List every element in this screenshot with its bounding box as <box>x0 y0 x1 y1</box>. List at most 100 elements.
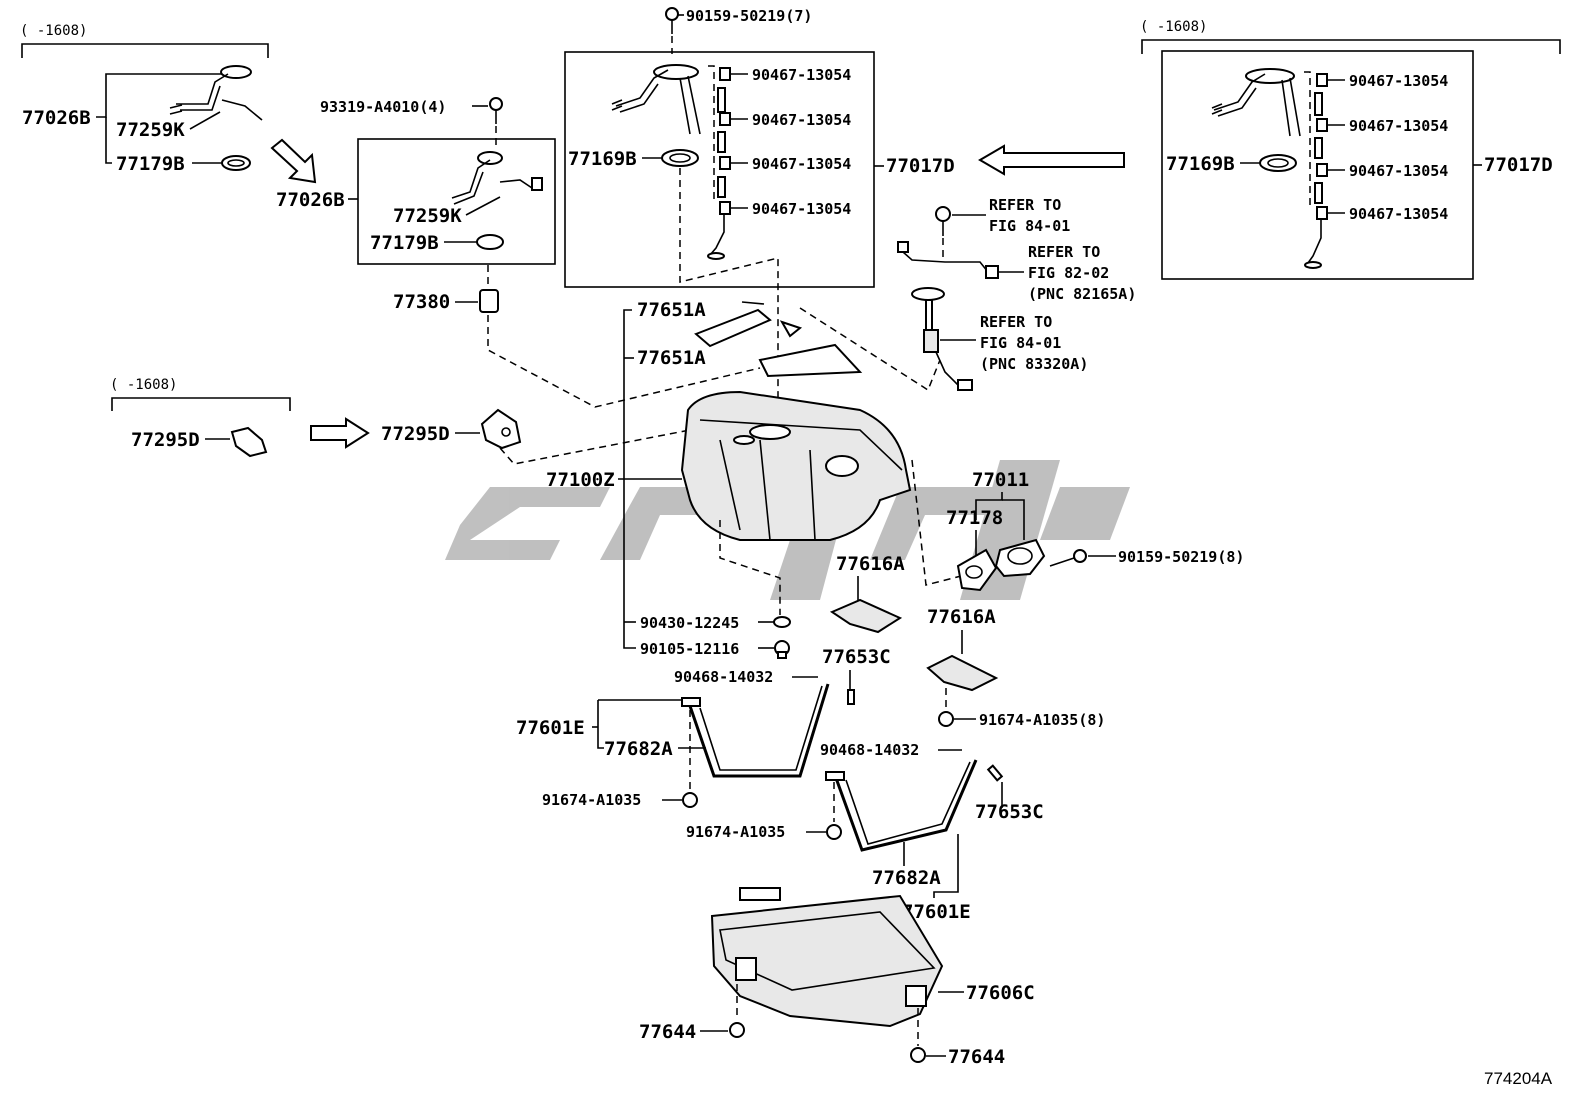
part-label[interactable]: 77169B <box>1166 153 1235 175</box>
part-label[interactable]: 91674-A1035 <box>686 823 785 841</box>
part-label[interactable]: 77179B <box>116 153 185 175</box>
part-label[interactable]: 77017D <box>886 155 955 177</box>
top-right-group: ( -1608) 90467-13054 90467-13054 90467-1… <box>978 19 1561 280</box>
bolt-icon <box>935 206 951 236</box>
part-label[interactable]: 77380 <box>393 291 450 313</box>
reference-label[interactable]: REFER TO <box>989 196 1061 214</box>
bolt-icon <box>938 711 954 727</box>
reference-label[interactable]: FIG 82-02 <box>1028 264 1109 282</box>
part-label[interactable]: 77169B <box>568 148 637 170</box>
gasket-icon <box>773 616 791 628</box>
part-label[interactable]: 77644 <box>948 1046 1005 1068</box>
bolt-icon <box>682 792 698 808</box>
part-label[interactable]: 91674-A1035 <box>542 791 641 809</box>
part-label[interactable]: 77651A <box>637 299 706 321</box>
drain-plug-icon <box>774 640 790 659</box>
protector-plate-icon <box>926 654 999 692</box>
filler-group: 77011 77178 90159-50219(8) <box>946 469 1244 592</box>
top-left-group: ( -1608) 77026B 77259K 77179B <box>20 23 317 184</box>
part-label[interactable]: 90105-12116 <box>640 640 739 658</box>
part-label[interactable]: 77259K <box>116 119 185 141</box>
part-label[interactable]: 77011 <box>972 469 1029 491</box>
part-label[interactable]: 90159-50219(7) <box>686 7 812 25</box>
part-label[interactable]: 77601E <box>902 901 971 923</box>
part-label[interactable]: 77644 <box>639 1021 696 1043</box>
bracket-clip-icon <box>230 426 268 458</box>
part-label[interactable]: 77026B <box>22 107 91 129</box>
part-label[interactable]: 90467-13054 <box>752 66 851 84</box>
reference-label[interactable]: (PNC 82165A) <box>1028 285 1136 303</box>
reference-label[interactable]: REFER TO <box>1028 243 1100 261</box>
part-label[interactable]: 90467-13054 <box>752 111 851 129</box>
pin-icon <box>986 764 1004 782</box>
part-label[interactable]: 77178 <box>946 507 1003 529</box>
reference-label[interactable]: FIG 84-01 <box>980 334 1061 352</box>
part-label[interactable]: 77100Z <box>546 469 615 491</box>
arrow-icon <box>270 138 317 184</box>
part-label[interactable]: 90467-13054 <box>1349 72 1448 90</box>
grommet-icon <box>479 289 499 313</box>
part-label[interactable]: 90468-14032 <box>820 741 919 759</box>
bolt-icon <box>910 1047 926 1063</box>
fuel-suction-tube-group: 90159-50219(7) 90467-13054 90467-13054 9… <box>564 7 955 430</box>
bolt-icon <box>826 824 842 840</box>
fuel-tank-protector-group: 77606C 77644 77644 <box>639 887 1035 1068</box>
pin-icon <box>847 689 855 705</box>
fuel-sender-gauge-icon <box>451 151 543 205</box>
part-label[interactable]: 77616A <box>927 606 996 628</box>
fuel-tank-strap-icon <box>681 683 830 778</box>
reference-label[interactable]: (PNC 83320A) <box>980 355 1088 373</box>
date-range-label: ( -1608) <box>1140 19 1207 35</box>
gasket-ring-icon <box>661 149 699 167</box>
gasket-ring-icon <box>1259 154 1297 172</box>
part-label[interactable]: 77653C <box>822 646 891 668</box>
fuel-gauge-assembly-group: 77026B 77259K 77179B 93319-A4010(4) 7738… <box>276 97 761 408</box>
wire-harness-icon <box>897 241 999 279</box>
bolt-icon <box>1049 549 1087 567</box>
part-label[interactable]: 77682A <box>872 867 941 889</box>
part-label[interactable]: 90467-13054 <box>1349 117 1448 135</box>
retainer-ring-icon <box>221 155 251 171</box>
fuel-pump-icon <box>911 287 973 391</box>
part-label[interactable]: 90467-13054 <box>752 200 851 218</box>
part-label[interactable]: 90468-14032 <box>674 668 773 686</box>
part-label[interactable]: 90467-13054 <box>1349 205 1448 223</box>
bolt-icon <box>729 1022 745 1038</box>
part-label[interactable]: 90467-13054 <box>752 155 851 173</box>
fuel-tank-icon <box>680 390 912 541</box>
part-label[interactable]: 77259K <box>393 205 462 227</box>
part-label[interactable]: 90467-13054 <box>1349 162 1448 180</box>
part-label[interactable]: 90159-50219(8) <box>1118 548 1244 566</box>
part-label[interactable]: 77682A <box>604 738 673 760</box>
skid-protector-group: 77616A 77616A 91674-A1035(8) <box>829 553 1105 729</box>
arrow-icon <box>310 417 370 449</box>
part-label[interactable]: 91674-A1035(8) <box>979 711 1105 729</box>
hose-clamp-icon <box>707 65 731 260</box>
part-label[interactable]: 77179B <box>370 232 439 254</box>
bolt-icon <box>665 7 679 34</box>
tank-strap-group: 90468-14032 77653C 77601E 77682A 91674-A… <box>516 646 1044 923</box>
fuel-tank-group: 77651A 77651A 77100Z 90430-12245 90105-1… <box>546 299 966 659</box>
date-range-label: ( -1608) <box>110 377 177 393</box>
part-label[interactable]: 90430-12245 <box>640 614 739 632</box>
retainer-ring-icon <box>476 234 504 250</box>
part-label[interactable]: 77026B <box>276 189 345 211</box>
bracket-clip-icon <box>480 408 522 450</box>
part-label[interactable]: 77295D <box>381 423 450 445</box>
part-label[interactable]: 77616A <box>836 553 905 575</box>
diagram-id-label: 774204A <box>1484 1069 1553 1088</box>
part-label[interactable]: 93319-A4010(4) <box>320 98 446 116</box>
part-label[interactable]: 77295D <box>131 429 200 451</box>
part-label[interactable]: 77601E <box>516 717 585 739</box>
reference-label[interactable]: FIG 84-01 <box>989 217 1070 235</box>
protector-plate-icon <box>829 598 903 634</box>
filler-gasket-icon <box>956 548 998 592</box>
part-label[interactable]: 77653C <box>975 801 1044 823</box>
part-label[interactable]: 77651A <box>637 347 706 369</box>
part-label[interactable]: 77606C <box>966 982 1035 1004</box>
protector-strip-icon <box>694 301 863 378</box>
reference-label[interactable]: REFER TO <box>980 313 1052 331</box>
part-label[interactable]: 77017D <box>1484 154 1553 176</box>
hose-clamp-icon <box>1304 71 1328 269</box>
